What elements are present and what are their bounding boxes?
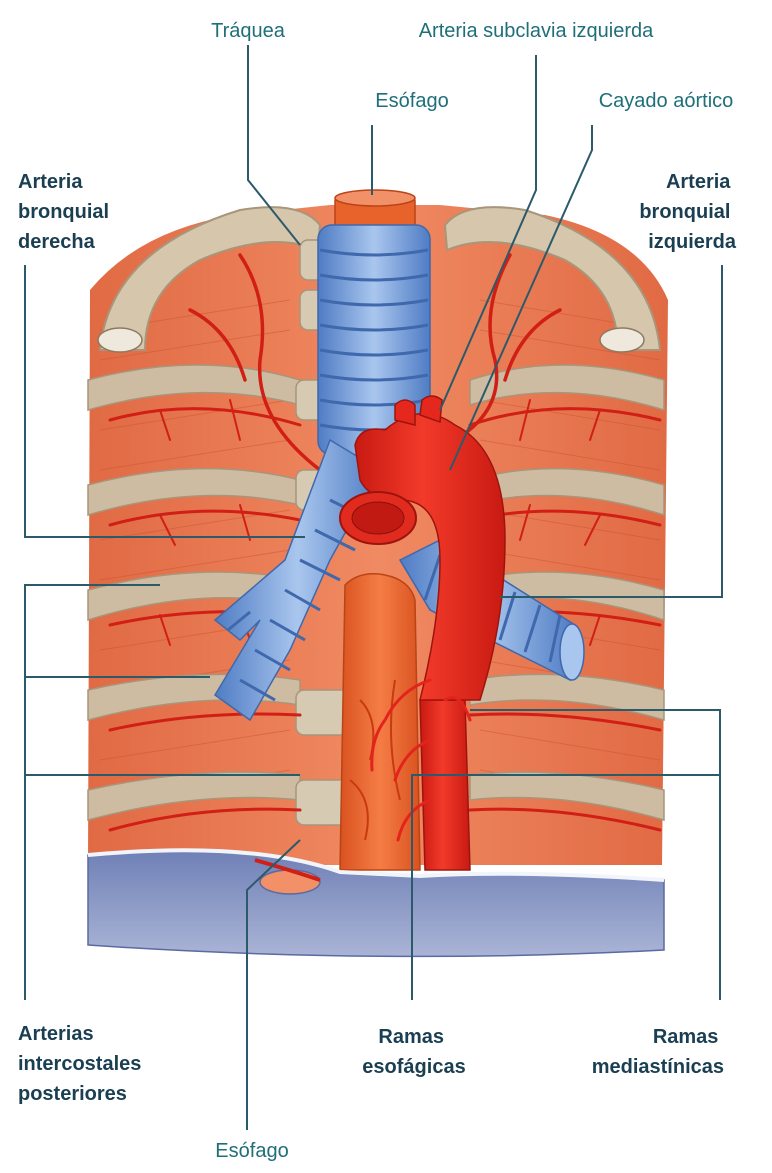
esophagus: [339, 573, 421, 871]
label-esofago-top: Esófago: [375, 90, 448, 112]
leader-cayado: [449, 125, 593, 471]
label-mediastinicas-2: mediastínicas: [592, 1056, 724, 1078]
leader-traquea: [247, 45, 301, 246]
trachea: [317, 224, 431, 456]
label-intercostales-1: Arterias: [18, 1023, 94, 1045]
leader-mediastinicas: [470, 709, 721, 1000]
label-bronq-der: Arteria bronquial derecha: [18, 171, 115, 253]
rib-ends: [97, 327, 645, 353]
label-esofagicas: Ramas esofágicas: [362, 1026, 465, 1078]
intercostal-near-hiatus: [254, 858, 321, 882]
diaphragm-edge: [87, 848, 665, 882]
bronchial-arteries: [188, 253, 562, 472]
label-intercostales: Arterias intercostales posteriores: [18, 1023, 147, 1105]
label-bronq-izq-1: Arteria: [666, 171, 731, 193]
label-cayado: Cayado aórtico: [599, 90, 734, 112]
label-traquea: Tráquea: [211, 20, 286, 42]
label-esofagicas-2: esofágicas: [362, 1056, 465, 1078]
leader-bronq-izq: [500, 265, 723, 598]
label-mediastinicas: Ramas mediastínicas: [592, 1026, 724, 1078]
leader-bronq-der: [24, 265, 305, 538]
label-bronq-izq: Arteria bronquial izquierda: [639, 171, 737, 253]
leader-subclavia: [439, 55, 537, 411]
label-intercostales-2: intercostales: [18, 1053, 141, 1075]
label-intercostales-3: posteriores: [18, 1083, 127, 1105]
label-subclavia: Arteria subclavia izquierda: [419, 20, 654, 42]
label-bronq-der-2: bronquial: [18, 201, 109, 223]
label-mediastinicas-1: Ramas: [653, 1026, 719, 1048]
leader-lines: [24, 45, 723, 1130]
label-bronq-izq-2: bronquial: [639, 201, 730, 223]
label-esofagicas-1: Ramas: [378, 1026, 444, 1048]
leader-esofago-bottom: [246, 839, 301, 1130]
leader-intercostales: [24, 584, 300, 1000]
labels: Tráquea Arteria subclavia izquierda Esóf…: [18, 20, 737, 1162]
esophageal-branches: [370, 678, 472, 842]
label-bronq-der-1: Arteria: [18, 171, 83, 193]
esophageal-hiatus: [259, 869, 321, 895]
label-bronq-izq-3: izquierda: [648, 231, 737, 253]
label-bronq-der-3: derecha: [18, 231, 96, 253]
esophagus-top-opening: [334, 189, 416, 207]
right-bronchus: [213, 438, 382, 722]
leader-esofagicas: [411, 774, 720, 1000]
aorta: [339, 395, 506, 871]
label-esofago-bottom: Esófago: [215, 1140, 288, 1162]
